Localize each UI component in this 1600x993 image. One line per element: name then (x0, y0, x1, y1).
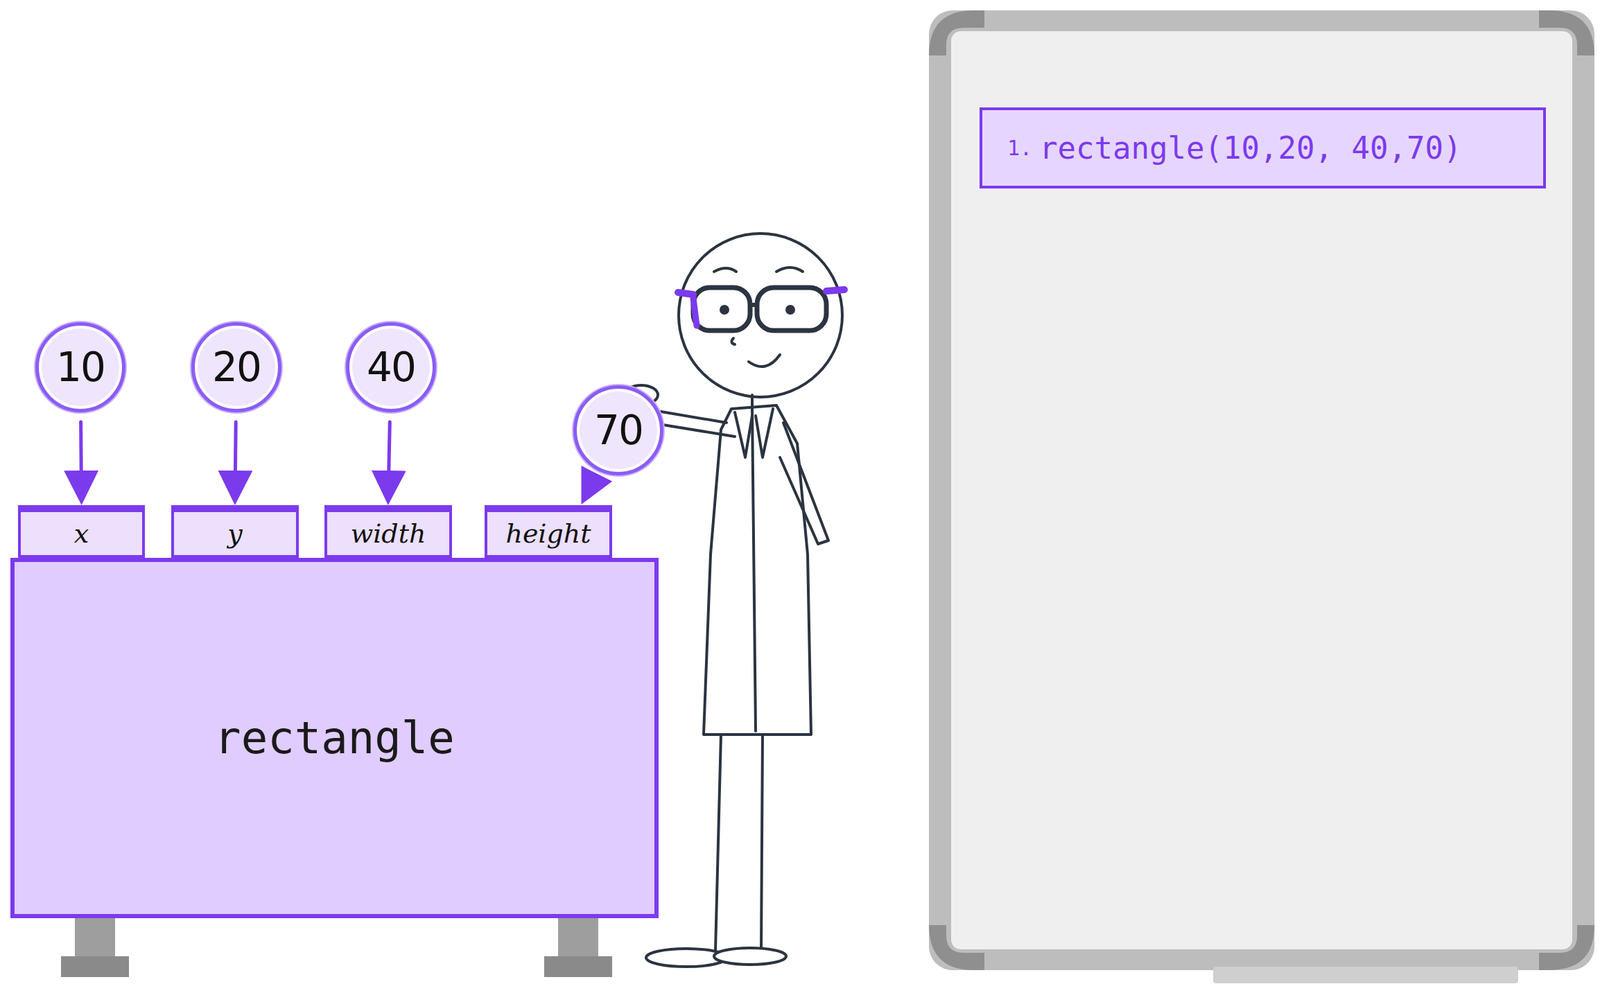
neck (750, 395, 754, 411)
table-foot (61, 956, 129, 978)
coat-collar (755, 409, 773, 458)
arm (658, 424, 735, 437)
node-label: 10 (56, 343, 105, 391)
glasses-temple (677, 292, 694, 295)
smile (748, 354, 780, 367)
glasses-lens (693, 287, 751, 331)
value-arrow (388, 422, 390, 499)
table-leg (558, 916, 599, 959)
table-legs (61, 916, 613, 978)
whiteboard-corner (928, 10, 985, 56)
function-box: rectangle (10, 558, 659, 919)
node-label: y (227, 518, 242, 550)
leg (761, 734, 763, 952)
table-leg (74, 916, 116, 959)
node-label: rectangle (214, 712, 455, 764)
node-label: width (350, 518, 427, 550)
node-label: x (74, 518, 89, 550)
line-number: 1. (1007, 135, 1033, 161)
value-ball: 70 (573, 385, 664, 476)
whiteboard-surface (951, 31, 1573, 950)
glasses-bridge (750, 302, 758, 308)
value-arrow (79, 422, 84, 499)
parameter-slot: x (18, 505, 145, 559)
node-label: 20 (212, 343, 261, 391)
glasses-temple (826, 289, 845, 292)
glasses-lens (757, 287, 827, 331)
whiteboard-tray (1213, 967, 1519, 984)
whiteboard (928, 10, 1595, 984)
arm (779, 422, 829, 545)
whiteboard-frame (928, 10, 1595, 971)
nose (731, 338, 735, 345)
eye (786, 306, 794, 314)
coat-collar (734, 412, 753, 458)
whiteboard-corner (1538, 10, 1595, 56)
whiteboard-corner (1538, 925, 1595, 971)
code-line: 1.rectangle(10,20, 40,70) (979, 107, 1546, 189)
value-ball: 40 (345, 322, 437, 413)
value-arrow (235, 422, 236, 499)
value-ball: 10 (35, 322, 126, 413)
parameter-slot: width (324, 505, 452, 559)
whiteboard-corner (928, 925, 985, 971)
node-label: 70 (594, 406, 643, 455)
coat-seam (752, 409, 756, 732)
value-arrow (584, 479, 595, 499)
foot (714, 948, 787, 965)
head (678, 233, 843, 398)
eye (720, 306, 728, 314)
node-label: rectangle(10,20, 40,70) (1039, 130, 1462, 166)
node-label: height (505, 518, 591, 550)
eyebrow (776, 267, 803, 272)
node-label: 40 (366, 343, 416, 391)
value-ball: 20 (191, 322, 282, 413)
glasses-tint (693, 298, 697, 326)
eyebrow (714, 268, 737, 272)
parameter-slot: height (484, 505, 613, 559)
table-foot (544, 956, 613, 978)
parameter-slot: y (171, 505, 299, 559)
leg (715, 734, 721, 952)
